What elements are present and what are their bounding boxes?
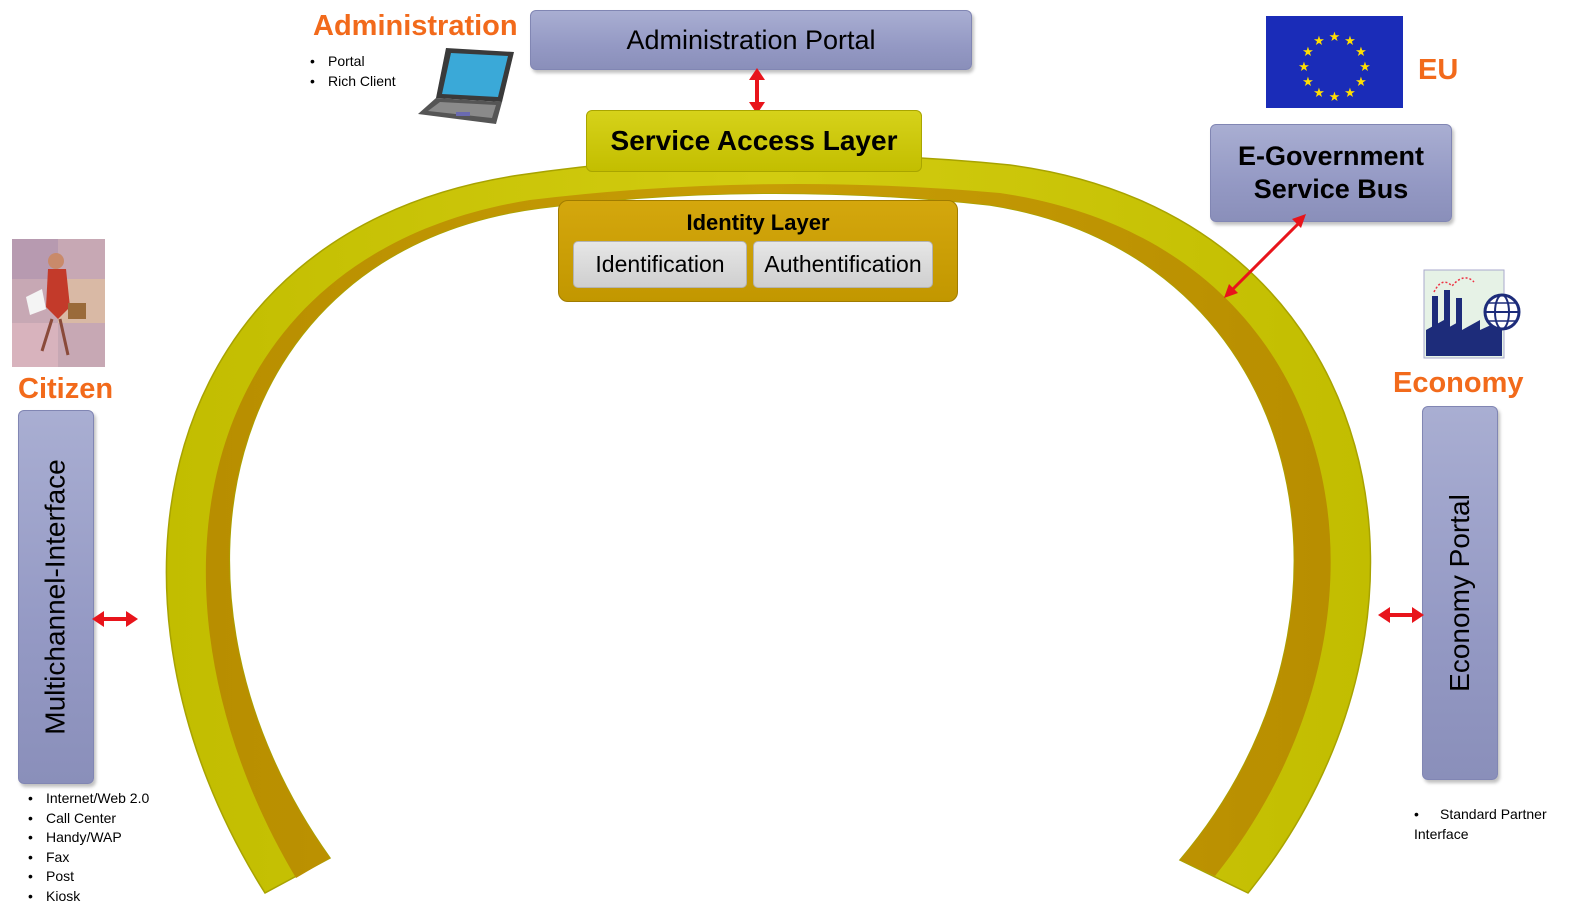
citizen-label: Citizen <box>18 373 114 405</box>
citizen-icon <box>12 239 105 367</box>
list-item: Internet/Web 2.0 <box>28 789 149 809</box>
egov-service-bus-box[interactable]: E-Government Service Bus <box>1210 124 1452 222</box>
factory-globe-icon <box>1423 269 1521 359</box>
list-item: Kiosk <box>28 887 149 907</box>
citizen-connector-arrow <box>92 611 138 627</box>
economy-label: Economy <box>1393 367 1524 399</box>
egov-line2: Service Bus <box>1253 174 1409 204</box>
svg-text:★: ★ <box>1329 30 1341 45</box>
list-item: Fax <box>28 848 149 868</box>
citizen-channel-list: Internet/Web 2.0 Call Center Handy/WAP F… <box>28 789 149 906</box>
eu-flag-icon: ★ ★ ★ ★ ★ ★ ★ ★ ★ ★ ★ ★ <box>1266 16 1403 108</box>
economy-list: •Standard Partner Interface <box>1414 806 1547 842</box>
eu-label: EU <box>1418 54 1459 86</box>
laptop-icon <box>418 48 514 124</box>
economy-connector-arrow <box>1378 607 1424 623</box>
identity-layer-title: Identity Layer <box>686 210 830 235</box>
economy-portal-box[interactable]: Economy Portal <box>1422 406 1498 780</box>
list-item: Handy/WAP <box>28 828 149 848</box>
authentification-box[interactable]: Authentification <box>753 241 933 288</box>
multichannel-interface-box[interactable]: Multichannel-Interface <box>18 410 94 784</box>
svg-text:★: ★ <box>1302 75 1314 90</box>
administration-title: Administration <box>313 10 518 42</box>
list-item: Rich Client <box>310 72 396 92</box>
list-item: Post <box>28 867 149 887</box>
list-item: Portal <box>310 52 396 72</box>
administration-portal-box[interactable]: Administration Portal <box>530 10 972 70</box>
identification-label: Identification <box>595 251 725 277</box>
svg-text:★: ★ <box>1298 60 1310 75</box>
list-item: Call Center <box>28 809 149 829</box>
svg-text:★: ★ <box>1313 34 1325 49</box>
authentification-label: Authentification <box>764 251 922 277</box>
administration-list: Portal Rich Client <box>310 52 396 91</box>
economy-portal-label: Economy Portal <box>1444 494 1476 692</box>
svg-text:★: ★ <box>1302 45 1314 60</box>
admin-connector-arrow <box>749 68 765 114</box>
egov-connector-arrow <box>1224 214 1306 298</box>
svg-text:★: ★ <box>1344 34 1356 49</box>
administration-portal-label: Administration Portal <box>626 24 876 55</box>
svg-text:★: ★ <box>1344 86 1356 101</box>
service-access-layer-label: Service Access Layer <box>610 125 898 156</box>
svg-text:★: ★ <box>1355 75 1367 90</box>
identity-layer[interactable]: Identity Layer Identification Authentifi… <box>558 200 958 302</box>
multichannel-interface-label: Multichannel-Interface <box>40 459 72 735</box>
svg-text:★: ★ <box>1313 86 1325 101</box>
svg-text:★: ★ <box>1355 45 1367 60</box>
svg-text:★: ★ <box>1329 90 1341 105</box>
egov-line1: E-Government <box>1237 141 1425 171</box>
service-access-layer[interactable]: Service Access Layer <box>586 110 922 172</box>
list-item: Standard Partner Interface <box>1414 806 1547 842</box>
identification-box[interactable]: Identification <box>573 241 747 288</box>
svg-text:★: ★ <box>1359 60 1371 75</box>
